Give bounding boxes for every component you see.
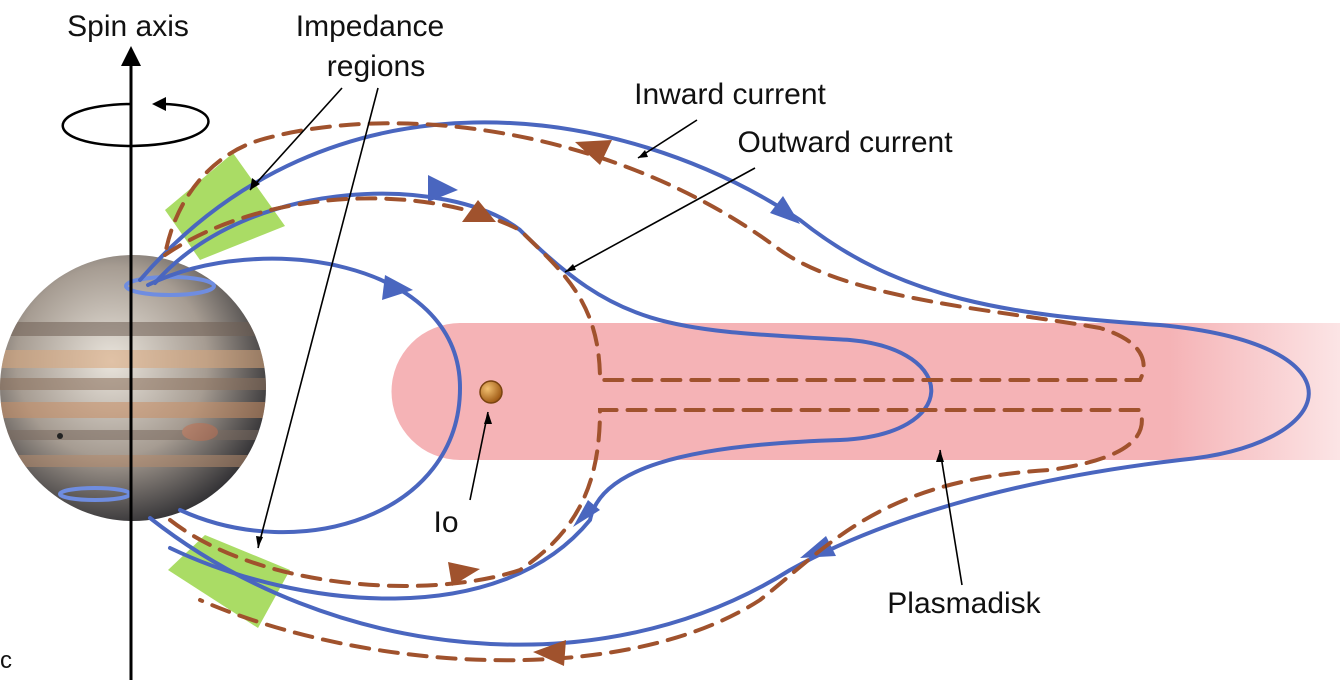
label-outward-current: Outward current [737, 126, 953, 159]
leader-tip-io [484, 412, 492, 424]
impedance-region-north [165, 153, 285, 260]
field-line-middle [153, 191, 934, 601]
leader-tip-inward [638, 150, 648, 158]
label-io: Io [433, 506, 458, 539]
io-moon [479, 380, 503, 404]
leader-tip-outward [565, 264, 576, 272]
jupiter-planet [0, 255, 266, 521]
spin-axis-arrowhead [121, 46, 141, 66]
impedance-region-south [168, 535, 290, 628]
leader-tip-impedance-south [256, 536, 263, 548]
rotation-arrow-icon [61, 102, 210, 148]
label-plasmadisk: Plasmadisk [887, 587, 1041, 620]
field-arrow-middle-bottom [573, 500, 600, 527]
label-impedance-line2: regions [327, 50, 425, 83]
field-arrow-outer-top [770, 196, 800, 224]
label-spin-axis: Spin axis [67, 10, 189, 43]
field-line-inner [146, 256, 463, 535]
field-arrow-outer-bottom [800, 536, 836, 558]
plasmadisk-band [391, 323, 1340, 460]
current-arrow-outward-bottom [448, 562, 480, 586]
corner-mark: c [0, 647, 12, 674]
leader-impedance-south [257, 87, 379, 549]
leader-plasmadisk [939, 449, 963, 586]
current-arrow-inward-top [575, 140, 612, 165]
field-arrow-inner [382, 275, 413, 300]
current-arrow-outward-top [462, 200, 496, 222]
rotation-arrowhead [152, 97, 166, 111]
leader-tip-plasmadisk [936, 450, 944, 462]
current-arrow-inward-bottom [533, 640, 566, 666]
leader-outward-current [564, 167, 756, 273]
label-inward-current: Inward current [634, 78, 826, 111]
leader-impedance-north [249, 87, 343, 191]
leader-io [469, 411, 489, 501]
leader-tip-impedance-north [250, 178, 260, 190]
leader-inward-current [637, 119, 698, 159]
field-arrow-middle-top [428, 175, 458, 202]
label-impedance-line1: Impedance [296, 10, 444, 43]
field-line-outer [138, 120, 1311, 647]
